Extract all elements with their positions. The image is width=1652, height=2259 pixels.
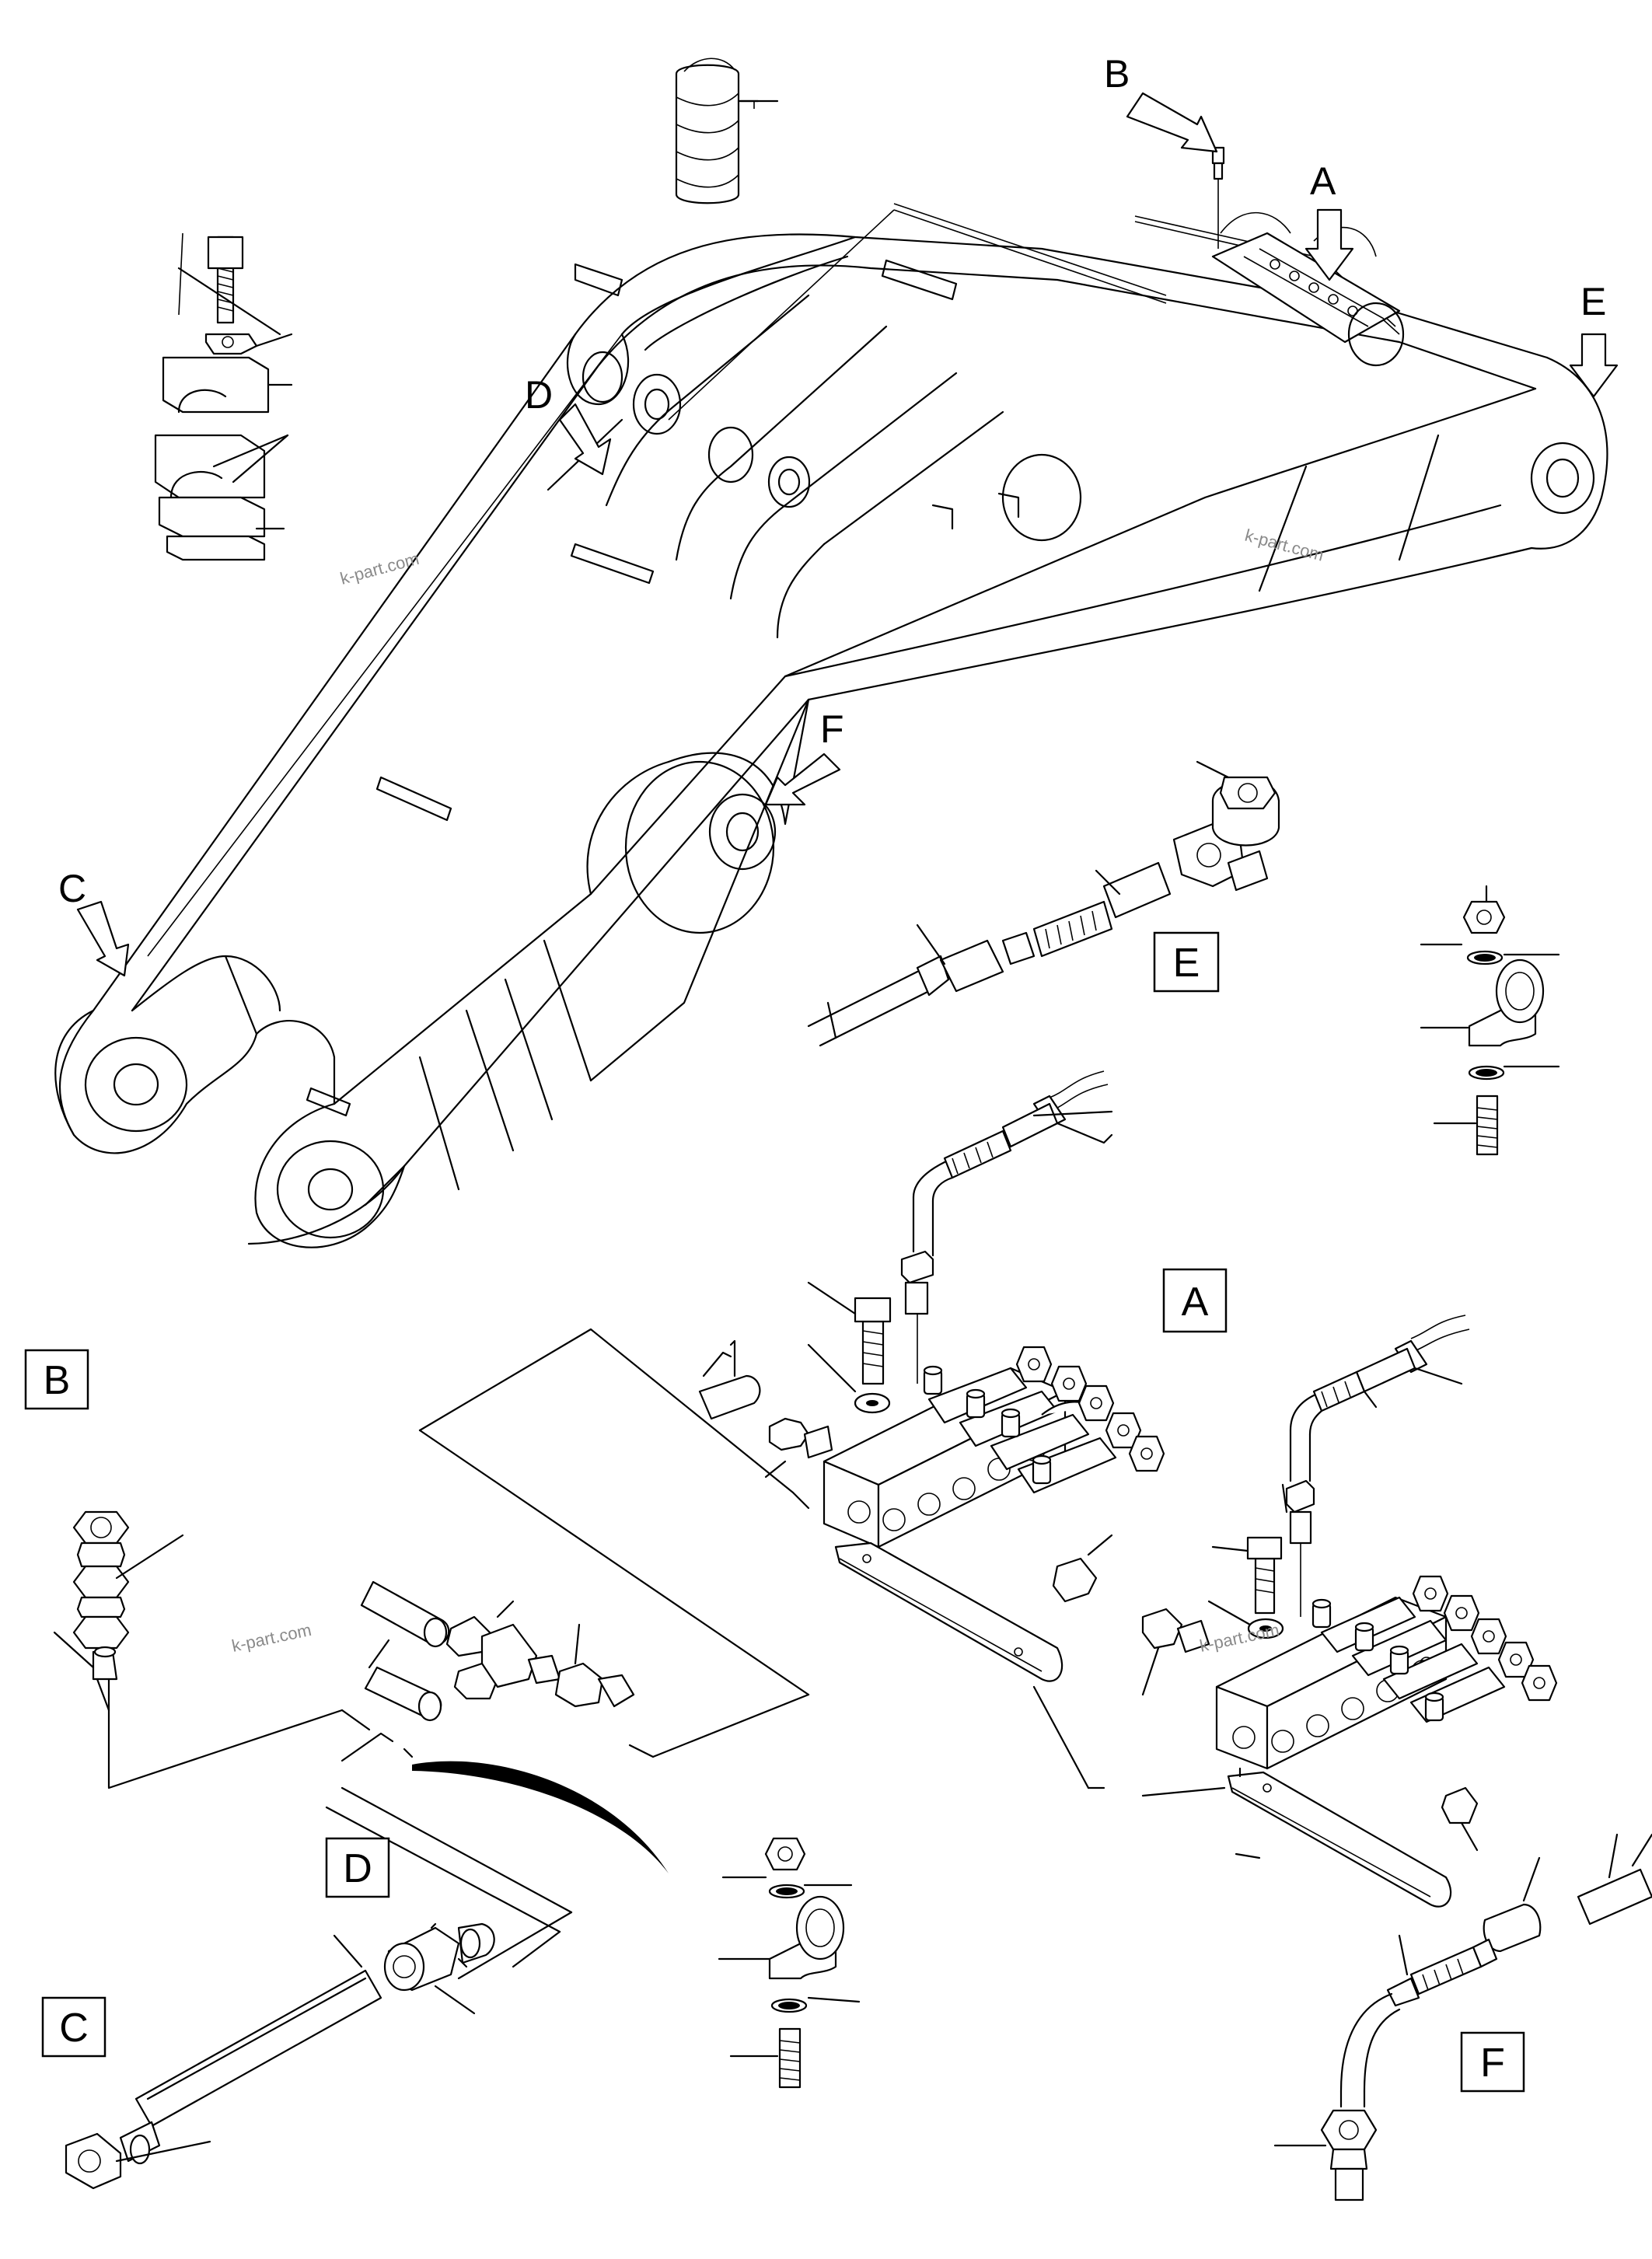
watermark-1: k-part.com: [338, 549, 421, 588]
spiral-hose-guard-part: [675, 58, 779, 204]
detail-b-adapter: [53, 1510, 371, 1789]
detail-box-c-label: C: [59, 2006, 89, 2051]
callout-c: C: [58, 867, 86, 910]
callout-e: E: [1580, 280, 1606, 323]
callout-b: B: [1104, 52, 1130, 96]
callout-a: A: [1310, 159, 1336, 203]
p-clamp-set-lower: [718, 1837, 861, 2089]
watermark-3: k-part.com: [230, 1620, 313, 1656]
detail-a-grease-manifolds: [698, 1070, 1558, 1908]
detail-f-elbow-fitting: [1273, 1833, 1652, 2201]
p-clamp-set-upper: [1420, 885, 1560, 1156]
pipe-clamp-assembly-part: [154, 232, 293, 561]
arm-structure: [54, 146, 1608, 1248]
detail-box-b-label: B: [44, 1358, 71, 1403]
callout-arrows: [76, 92, 1619, 977]
detail-box-d-label: D: [343, 1846, 372, 1891]
callout-f: F: [820, 707, 844, 751]
tee-fitting-group: [325, 1580, 669, 1968]
callout-labels: B A E D F C: [58, 52, 1606, 910]
callout-d: D: [525, 373, 553, 417]
detail-label-boxes: E A B D C F: [24, 931, 1525, 2093]
detail-box-f: F: [1460, 2031, 1525, 2093]
detail-box-f-label: F: [1480, 2041, 1505, 2086]
detail-box-e: E: [1153, 931, 1220, 993]
detail-box-c: C: [41, 1996, 107, 2058]
watermarks: k-part.com k-part.com k-part.com k-part.…: [230, 525, 1326, 1656]
detail-box-a: A: [1162, 1268, 1228, 1333]
detail-outline-lines: [418, 1328, 810, 1758]
detail-e-fittings: [807, 760, 1280, 1047]
watermark-2: k-part.com: [1243, 525, 1326, 565]
detail-box-d: D: [325, 1837, 390, 1898]
detail-box-a-label: A: [1182, 1280, 1209, 1325]
detail-c-hose-end: [65, 1786, 573, 2190]
watermark-4: k-part.com: [1198, 1620, 1281, 1656]
detail-box-e-label: E: [1173, 941, 1200, 986]
detail-box-b: B: [24, 1349, 89, 1410]
